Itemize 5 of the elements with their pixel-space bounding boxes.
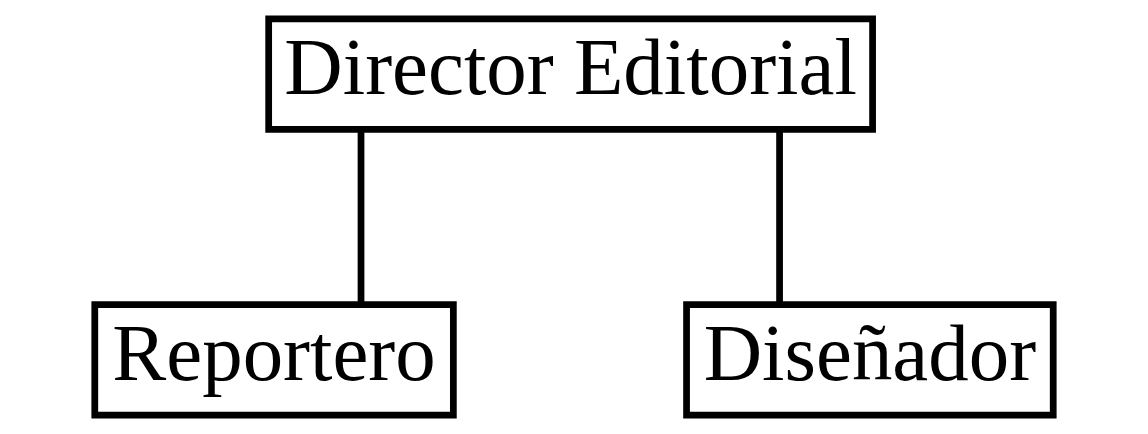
node-box: Director Editorial	[265, 15, 876, 133]
connector	[357, 129, 365, 305]
connector	[776, 129, 783, 305]
node-box: Diseñador	[683, 301, 1057, 419]
node-box: Reportero	[91, 301, 457, 419]
